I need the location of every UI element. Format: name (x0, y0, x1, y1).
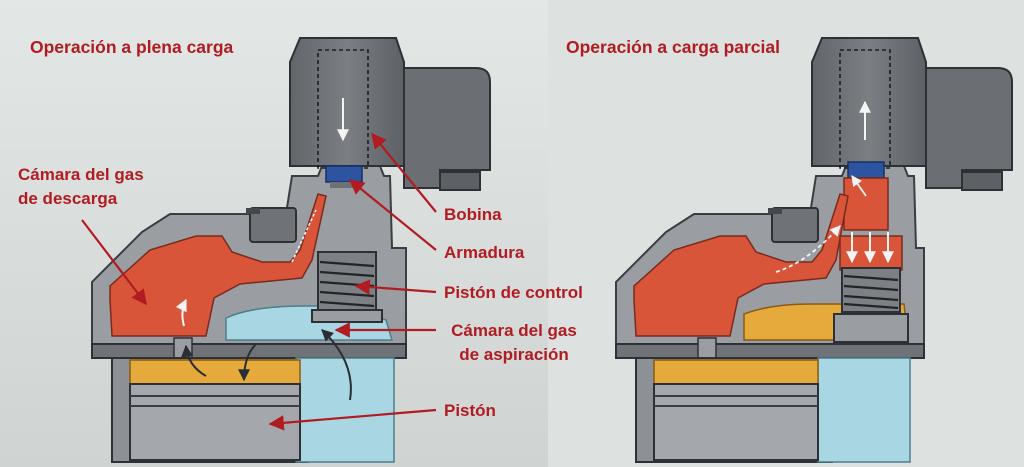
piston-rings (654, 395, 818, 407)
piston-spring (319, 260, 375, 308)
armature-stem (330, 182, 358, 188)
label-suction-chamber-line2: de aspiración (459, 345, 569, 364)
piston-label-arrow (268, 408, 437, 431)
oil-film (129, 359, 301, 385)
oil-film (653, 359, 819, 385)
full-load-diagram (81, 37, 491, 463)
piston-spring (843, 274, 899, 310)
title-partial-load: Operación a carga parcial (566, 37, 780, 57)
armadura-label-arrow (348, 179, 437, 251)
discharge-flow-arrow (175, 298, 187, 327)
suction-inlet-arrow (321, 329, 352, 401)
label-piston: Pistón (444, 401, 496, 420)
discharge-gas-chamber (633, 193, 849, 337)
label-suction-chamber-line1: Cámara del gas (451, 321, 577, 340)
solenoid-housing (811, 37, 927, 167)
cover-bolt (246, 208, 260, 214)
title-full-load: Operación a plena carga (30, 37, 234, 57)
suction-flow-arrow (238, 343, 257, 382)
discharge-label-arrow (81, 219, 147, 306)
solenoid-connector (925, 67, 1013, 189)
compression-flow-arrow (181, 344, 207, 377)
suction-passage (295, 357, 395, 463)
armature (847, 161, 885, 179)
label-bobina: Bobina (444, 205, 502, 224)
piston-rings (130, 395, 300, 407)
connector-plug (439, 171, 481, 191)
partial-load-diagram (615, 37, 1013, 463)
control-piston-label-arrow (354, 279, 437, 295)
bobina-label-arrow (371, 132, 437, 213)
connector-plug (961, 171, 1003, 191)
armature (325, 165, 363, 183)
label-discharge-chamber-line2: de descarga (18, 189, 118, 208)
label-discharge-chamber-line1: Cámara del gas (18, 165, 144, 184)
control-piston-head (833, 313, 909, 343)
solenoid-connector (403, 67, 491, 189)
bypass-line (291, 209, 317, 263)
discharge-gas-chamber (109, 193, 327, 337)
cover-plate (771, 207, 819, 243)
label-armadura: Armadura (444, 243, 525, 262)
discharge-valve (697, 337, 717, 361)
suction-passage (817, 357, 911, 463)
solenoid-housing (289, 37, 405, 167)
control-gas-passage (843, 177, 889, 231)
valve-plate (615, 343, 925, 359)
discharge-bypass-arrow (775, 225, 841, 273)
control-piston-head (311, 309, 383, 323)
cover-plate (249, 207, 297, 243)
label-piston-control: Pistón de control (444, 283, 583, 302)
bleed-arrow (851, 175, 867, 197)
cover-bolt (768, 208, 782, 214)
